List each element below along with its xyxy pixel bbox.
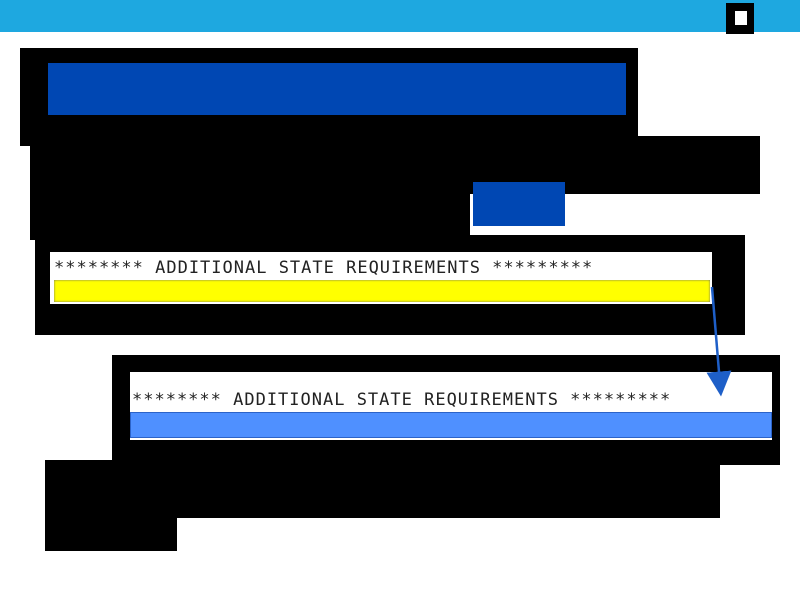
panel-1: ******** ADDITIONAL STATE REQUIREMENTS *…	[50, 252, 712, 304]
square-icon	[735, 11, 747, 25]
black-block-7	[45, 515, 177, 551]
black-block-3	[30, 190, 470, 240]
blue-title-bar	[48, 63, 626, 115]
corner-button[interactable]	[726, 3, 754, 34]
panel-1-heading: ******** ADDITIONAL STATE REQUIREMENTS *…	[54, 258, 594, 278]
blue-small-button[interactable]	[473, 182, 565, 226]
panel-2-blue-field[interactable]	[130, 412, 772, 438]
black-block-2	[30, 136, 760, 194]
panel-1-yellow-field[interactable]	[54, 280, 710, 302]
top-accent-bar	[0, 0, 800, 32]
panel-2: ******** ADDITIONAL STATE REQUIREMENTS *…	[130, 372, 772, 440]
black-block-6	[45, 460, 720, 518]
panel-2-heading: ******** ADDITIONAL STATE REQUIREMENTS *…	[132, 390, 672, 410]
